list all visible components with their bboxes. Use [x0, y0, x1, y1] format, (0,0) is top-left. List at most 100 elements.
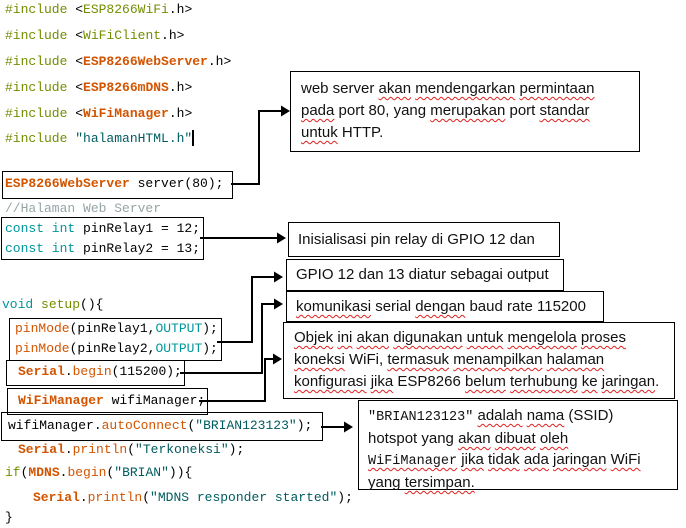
callout-line: pada port 80, yang merupakan port standa…	[301, 100, 629, 122]
code-token: Serial	[18, 442, 65, 457]
callout-word: konfigurasi	[294, 373, 367, 390]
code-token: ESP8266WebServer	[83, 54, 208, 69]
code-token: wifiManager.	[8, 418, 102, 433]
webserver-declaration: ESP8266WebServer server(80);	[5, 174, 223, 194]
code-token: WiFiManager	[18, 393, 104, 408]
code-token: begin	[67, 465, 107, 480]
arrowhead-icon	[277, 232, 286, 244]
code-token: <	[75, 2, 84, 17]
callout-line: hotspot yang akan dibuat oleh	[368, 428, 668, 449]
callout-word: standar	[539, 102, 590, 119]
code-token: pinMode	[15, 341, 70, 356]
callout-text: Inisialisasi pin relay di GPIO 12 dan	[298, 231, 535, 248]
code-token: wifiManager;	[103, 393, 206, 408]
callout-word: jika	[461, 451, 484, 468]
serial-println-terkoneksi: Serial.println("Terkoneksi");	[18, 440, 244, 460]
callout-wifimanager-object: Objek ini akan digunakan untuk mengelola…	[283, 322, 675, 399]
if-mdns-begin: if(MDNS.begin("BRIAN")){	[5, 463, 192, 483]
callout-word: jaringan	[601, 373, 656, 390]
code-token: .	[79, 490, 88, 505]
callout-word: WiFiManager	[368, 454, 458, 469]
arrowhead-icon	[274, 271, 283, 283]
connector-line-wifimanager	[199, 358, 274, 402]
callout-line: koneksi WiFi, termasuk menampilkan halam…	[294, 349, 664, 371]
callout-text: GPIO 12 dan 13 diatur sebagai output	[296, 266, 549, 283]
callout-word: menampilkan	[453, 351, 543, 368]
code-token: pinMode	[15, 321, 70, 336]
callout-word: Objek	[294, 329, 334, 346]
code-token: (	[106, 465, 115, 480]
wifimanager-autoconnect: wifiManager.autoConnect("BRIAN123123");	[8, 416, 312, 436]
callout-line: "BRIAN123123" adalah nama (SSID)	[368, 405, 668, 428]
code-box-serial-begin	[6, 360, 185, 386]
connector-line-gpio-output	[217, 276, 275, 343]
code-token: println	[87, 490, 143, 505]
code-token: //Halaman Web Server	[5, 201, 162, 216]
callout-text: yang	[368, 474, 405, 491]
code-box-autoconnect	[1, 412, 323, 441]
callout-word: dibuat	[494, 430, 536, 447]
code-token: #include	[5, 54, 76, 69]
callout-word: halaman	[546, 351, 605, 368]
code-token: server(80);	[129, 176, 224, 191]
code-token: const int	[5, 221, 76, 236]
arrowhead-icon	[274, 298, 283, 310]
code-token: );	[228, 442, 245, 457]
code-token: WiFiClient	[83, 28, 162, 43]
callout-text: ESP8266	[393, 373, 465, 390]
code-token: .	[64, 442, 73, 457]
callout-word: untuk	[466, 329, 504, 346]
code-token: (	[142, 490, 151, 505]
arrowhead-icon	[344, 421, 353, 433]
code-token: );	[296, 418, 313, 433]
code-token: ESP8266WiFi	[83, 2, 169, 17]
code-box-pinmode	[9, 318, 222, 361]
text-caret	[192, 130, 194, 146]
code-token: .h>	[207, 54, 232, 69]
callout-word: tidak	[487, 451, 520, 468]
callout-word: komunikasi	[296, 298, 372, 315]
code-token: void	[2, 297, 34, 312]
code-token: )){	[168, 465, 193, 480]
callout-word: jaringan	[553, 451, 607, 468]
code-token: Serial	[18, 364, 65, 379]
callout-line: yang tersimpan.	[368, 472, 668, 493]
code-token: <	[75, 28, 84, 43]
callout-text: .	[655, 373, 660, 390]
closing-brace: }	[5, 508, 13, 528]
code-token: const int	[5, 241, 76, 256]
serial-begin: Serial.begin(115200);	[18, 362, 182, 382]
callout-line: Objek ini akan digunakan untuk mengelola…	[294, 327, 664, 349]
code-token: Serial	[33, 490, 80, 505]
callout-word: jika	[370, 373, 394, 390]
code-token: .h>	[168, 106, 193, 121]
callout-text: hotspot yang	[368, 430, 459, 447]
code-token: "halamanHTML.h"	[75, 131, 193, 146]
callout-ssid-hotspot: "BRIAN123123" adalah nama (SSID)hotspot …	[358, 400, 678, 493]
code-token: );	[337, 490, 353, 505]
void-setup: void setup(){	[2, 295, 103, 315]
callout-text: HTTP.	[337, 124, 384, 141]
callout-word: terhubung	[509, 373, 578, 390]
code-token: (	[127, 442, 136, 457]
code-token: <	[75, 106, 84, 121]
code-token: .h>	[168, 80, 193, 95]
callout-word: WiFi	[610, 451, 641, 468]
code-token: ESP8266mDNS	[83, 80, 169, 95]
code-box-wifimanager	[7, 388, 208, 415]
callout-text: port	[505, 102, 540, 119]
code-token: (	[20, 465, 29, 480]
callout-word: permintaan	[519, 80, 595, 97]
include-esp8266wifi: #include <ESP8266WiFi.h>	[5, 0, 192, 20]
code-token: MDNS	[28, 465, 60, 480]
wifimanager-declaration: WiFiManager wifiManager;	[18, 391, 205, 411]
code-box-const-pins	[1, 217, 204, 260]
pinmode-pinrelay2: pinMode(pinRelay2,OUTPUT);	[15, 339, 218, 359]
callout-word: ini	[337, 329, 353, 346]
include-esp8266mdns: #include <ESP8266mDNS.h>	[5, 78, 192, 98]
code-token: .h>	[161, 28, 185, 43]
code-token: ESP8266WebServer	[5, 176, 130, 191]
callout-word: akan	[356, 329, 390, 346]
callout-word: nama	[526, 407, 565, 424]
arrowhead-icon	[281, 105, 290, 117]
